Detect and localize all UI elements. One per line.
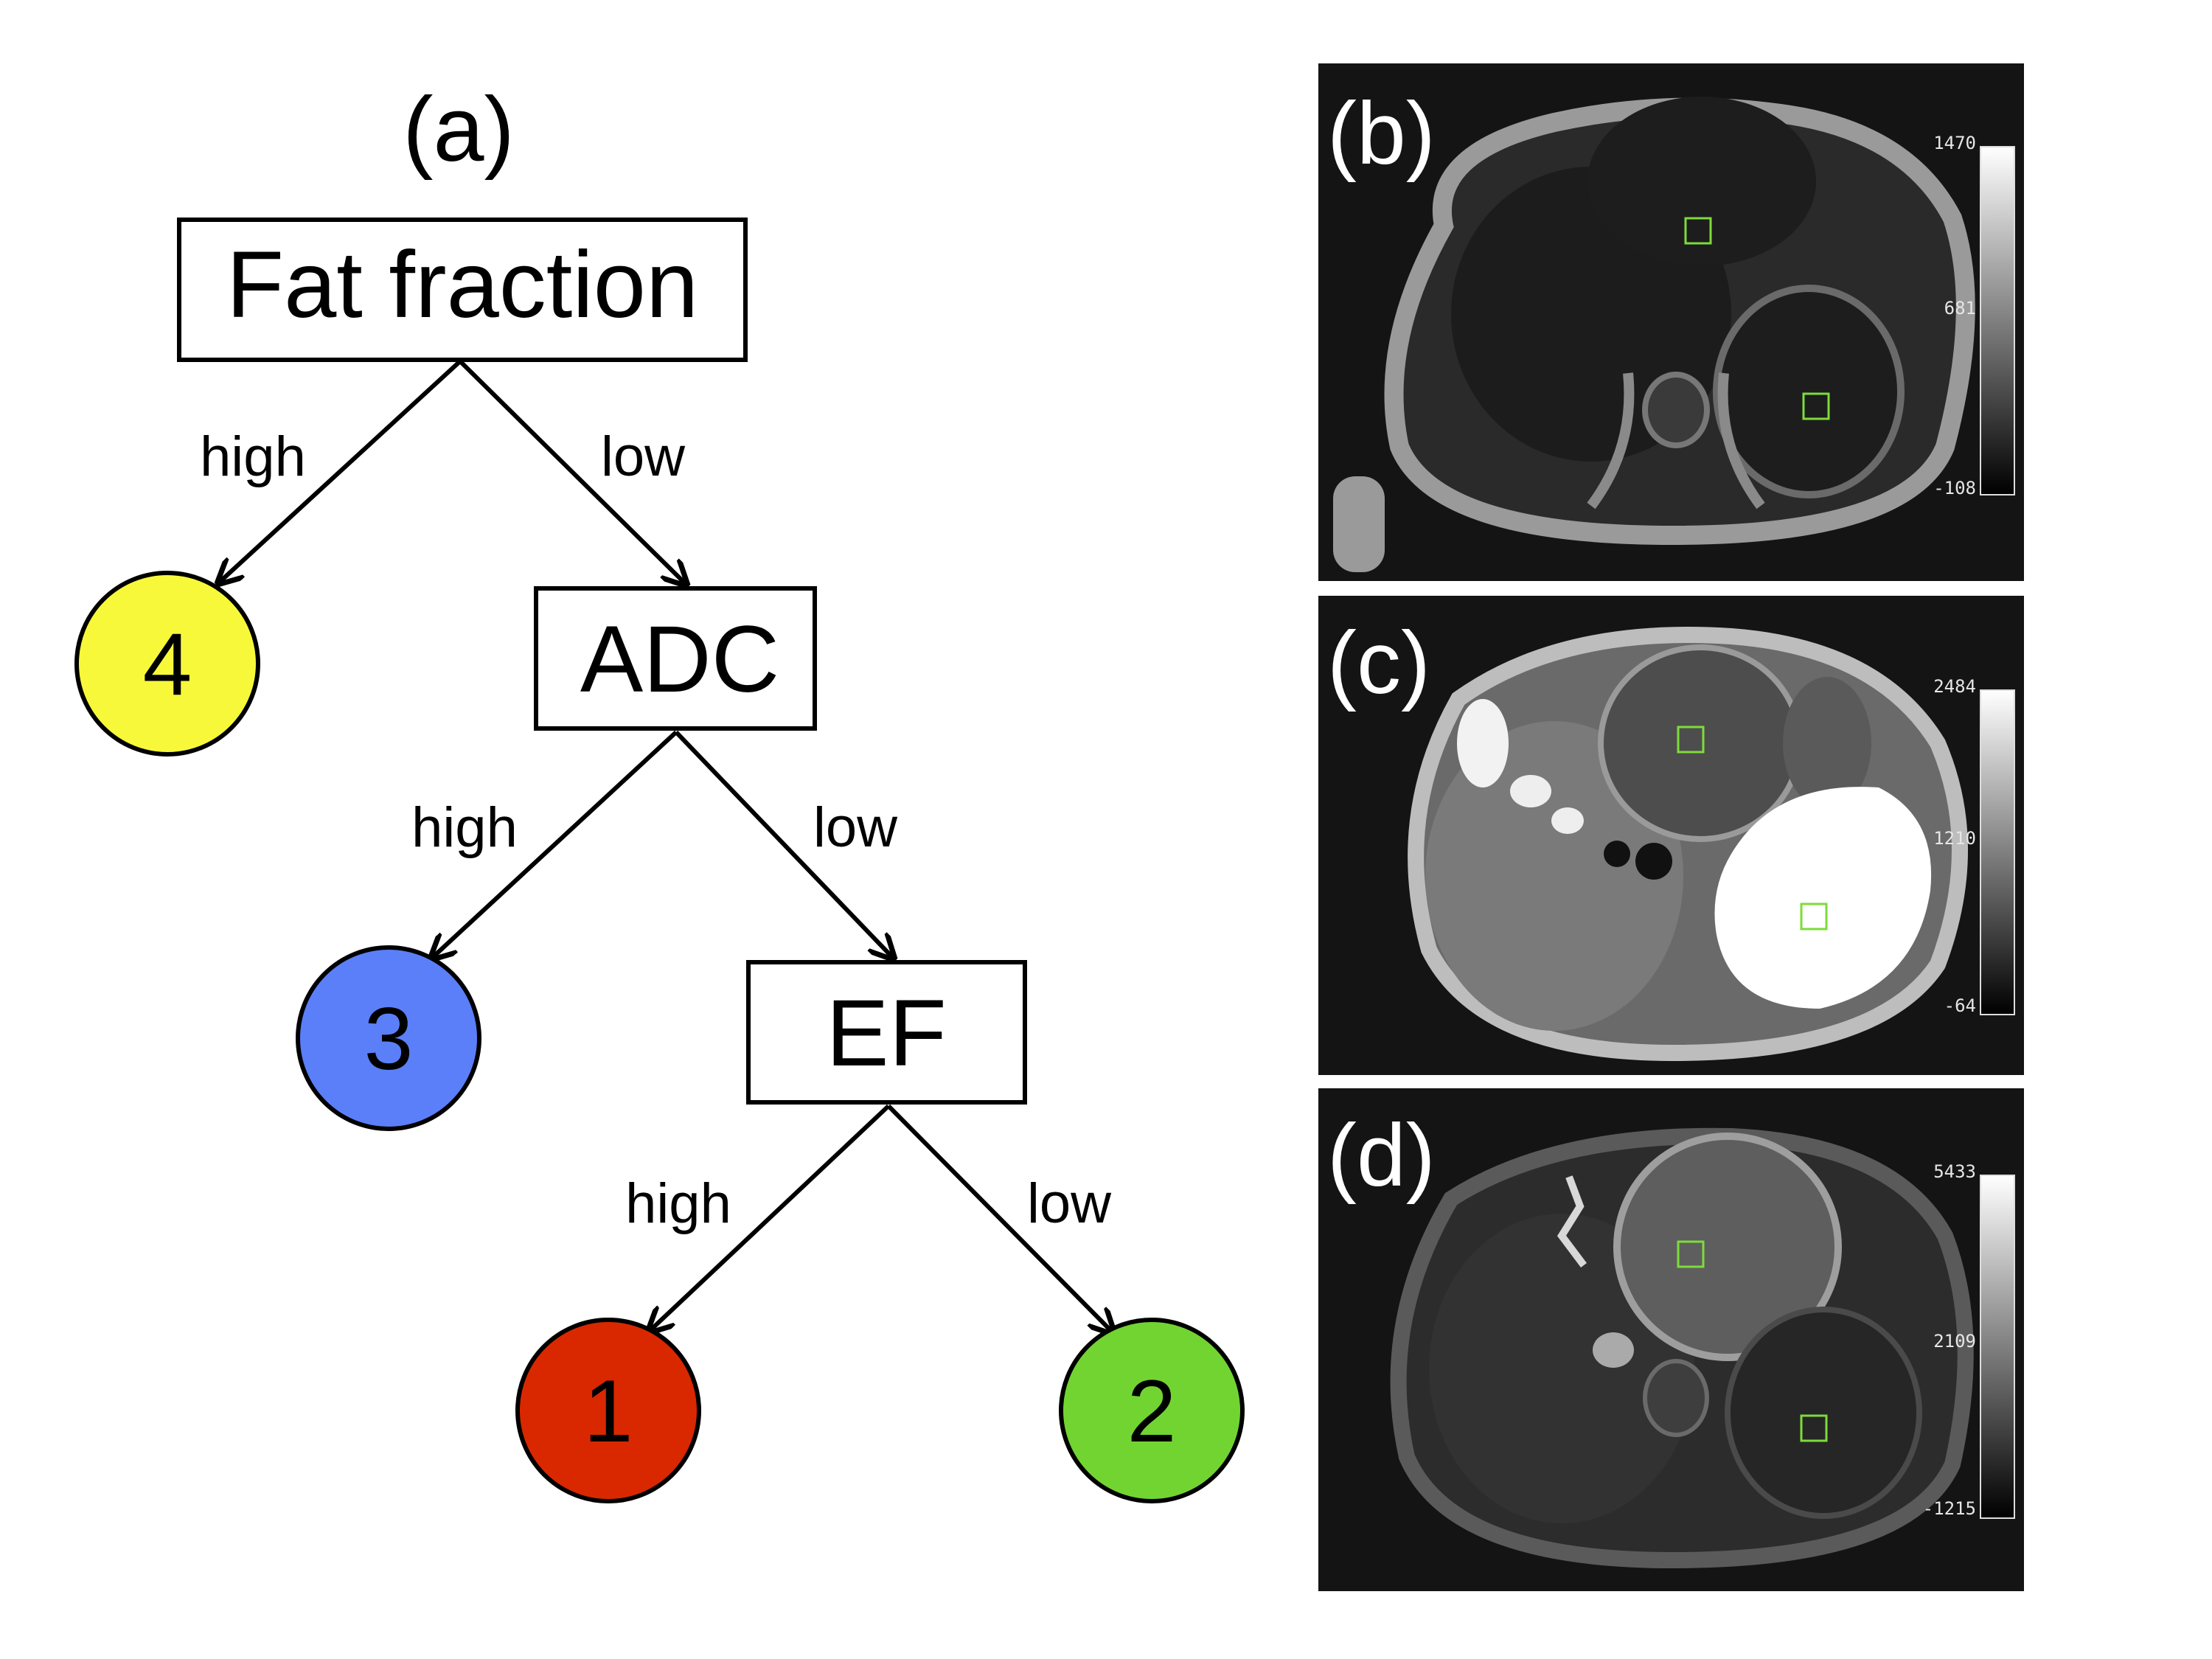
tree-panel-label: (a) [403, 79, 515, 181]
organ-region-right [1725, 1307, 1922, 1519]
organ-region-upper [1598, 644, 1803, 842]
bright-spot [1593, 1332, 1634, 1368]
mri-panel-b: 1470 681 -108 (b) [1318, 63, 2024, 581]
edge-label-adc-low: low [813, 796, 898, 859]
leaf-4: 4 [74, 571, 260, 757]
organ-region-upper [1587, 97, 1816, 266]
edge-ff-low [458, 359, 686, 585]
svg-text:2: 2 [1127, 1362, 1177, 1461]
roi-square [1684, 217, 1712, 245]
leaf-3: 3 [296, 945, 481, 1131]
node-adc: ADC [534, 586, 817, 731]
colorbar-min-label: -64 [1944, 995, 1976, 1016]
colorbar-max-label: 1470 [1933, 133, 1976, 153]
roi-square [1800, 1414, 1828, 1442]
colorbar-max-label: 2484 [1933, 676, 1976, 697]
organ-region-small [1783, 677, 1871, 810]
spine-region [1643, 1359, 1709, 1437]
leaf-1: 1 [515, 1318, 701, 1503]
colorbar-mid-label: 2109 [1933, 1331, 1976, 1352]
panel-label-b: (b) [1327, 84, 1436, 183]
colorbar-mid-label: 1210 [1933, 828, 1976, 849]
panel-label-c: (c) [1327, 613, 1430, 712]
edge-ff-high [218, 359, 462, 583]
colorbar-max-label: 5433 [1933, 1161, 1976, 1182]
bright-spot [1457, 699, 1509, 787]
edge-label-ef-low: low [1027, 1172, 1112, 1235]
svg-text:1: 1 [584, 1362, 633, 1461]
edge-label-ff-high: high [200, 425, 306, 488]
bright-structure [1557, 1175, 1587, 1267]
roi-square [1677, 726, 1705, 754]
node-ef: EF [746, 960, 1027, 1105]
leaf-2: 2 [1059, 1318, 1245, 1503]
bright-region [1714, 787, 1932, 1009]
decision-tree: (a) high low high low high low Fat fract… [74, 79, 1245, 1503]
colorbar-min-label: -1215 [1923, 1498, 1976, 1519]
edge-label-adc-high: high [411, 796, 518, 859]
panel-label-d: (d) [1327, 1106, 1436, 1205]
organ-region-upper [1613, 1133, 1842, 1361]
edge-label-ff-low: low [601, 425, 686, 488]
svg-text:3: 3 [364, 990, 414, 1088]
colorbar [1980, 146, 2015, 495]
colorbar [1980, 1175, 2015, 1519]
spine-region [1642, 372, 1710, 448]
node-fat-fraction: Fat fraction [177, 218, 748, 362]
mri-panel-c: 2484 1210 -64 (c) [1318, 596, 2024, 1075]
bright-spot [1551, 807, 1584, 834]
edge-adc-high [431, 730, 678, 959]
svg-text:ADC: ADC [580, 607, 779, 712]
dark-spot [1635, 843, 1672, 880]
colorbar-min-label: -108 [1933, 478, 1976, 498]
colorbar-mid-label: 681 [1944, 298, 1976, 319]
edge-adc-low [674, 730, 894, 959]
roi-square [1802, 392, 1830, 420]
roi-square [1677, 1240, 1705, 1268]
rib-right [1717, 372, 1765, 509]
svg-text:Fat fraction: Fat fraction [226, 232, 698, 338]
arm-region [1333, 476, 1385, 572]
organ-region-right [1713, 285, 1905, 498]
edge-ef-high [649, 1104, 891, 1332]
rib-left [1587, 372, 1635, 509]
roi-square [1800, 902, 1828, 931]
mri-panel-d: 5433 2109 -1215 (d) [1318, 1088, 2024, 1591]
colorbar [1980, 689, 2015, 1015]
edge-ef-low [886, 1104, 1113, 1333]
dark-spot [1604, 841, 1630, 867]
svg-text:4: 4 [143, 615, 192, 714]
bright-spot [1510, 775, 1551, 807]
edge-label-ef-high: high [625, 1172, 731, 1235]
svg-text:EF: EF [826, 981, 947, 1086]
